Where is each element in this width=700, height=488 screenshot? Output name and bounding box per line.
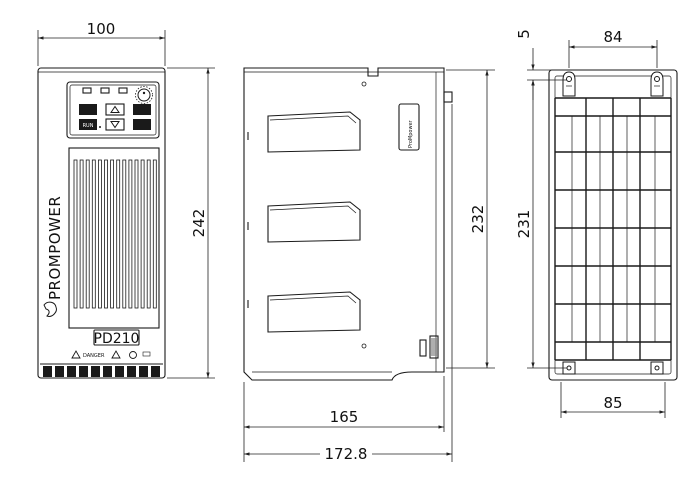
display-segment [118, 87, 128, 94]
run-key-label: RUN [83, 123, 94, 129]
mounting-hole-icon [650, 361, 664, 375]
dim-front-width: 100 [87, 20, 116, 38]
warning-icon [71, 350, 81, 359]
terminal-cover [91, 366, 100, 377]
display-segment [100, 87, 110, 94]
front-dimensions: 100 242 [37, 20, 215, 379]
vent-slot [134, 159, 139, 309]
brand-text: PROMPOWER [46, 196, 64, 300]
dim-front-height: 242 [190, 209, 208, 238]
keypad-panel [66, 81, 160, 139]
dim-back-height: 231 [515, 210, 533, 239]
vent-slot [73, 159, 78, 309]
knob-icon [135, 86, 153, 104]
warning-strip: DANGER [71, 350, 151, 359]
terminal-cover [43, 366, 52, 377]
up-arrow-icon [110, 105, 120, 113]
model-text: PD210 [94, 331, 140, 347]
dim-back-top-offset: 5 [515, 29, 533, 39]
back-view [548, 69, 678, 381]
vent-slot [116, 159, 121, 309]
vent-slot [152, 159, 157, 309]
dim-back-width-top: 84 [603, 28, 622, 46]
down-arrow-icon [110, 121, 120, 129]
back-body [548, 69, 678, 381]
up-key[interactable] [105, 103, 125, 116]
terminal-cover [67, 366, 76, 377]
display-segment [82, 87, 92, 94]
dim-side-depth-body: 165 [330, 408, 359, 426]
warning-icon [111, 350, 121, 359]
vent-slot [79, 159, 84, 309]
side-vent-cutout [267, 111, 361, 153]
side-connector [443, 91, 453, 103]
brand-logo: PROMPOWER [43, 196, 64, 317]
terminal-cover [139, 366, 148, 377]
danger-label: DANGER [83, 353, 105, 359]
model-badge [93, 329, 140, 346]
mounting-hole-icon [562, 71, 576, 97]
side-vent-cutout [267, 201, 361, 243]
side-view: ProMpower [243, 67, 453, 381]
vent-slot [110, 159, 114, 309]
dim-back-width-bottom: 85 [603, 394, 622, 412]
mounting-hole-icon [650, 71, 664, 97]
keypad-key[interactable] [133, 119, 151, 130]
timer-icon [129, 351, 137, 359]
keypad-key[interactable] [79, 104, 97, 115]
terminal-cover [103, 366, 112, 377]
down-key[interactable] [105, 118, 125, 131]
back-dimensions: 84 5 231 85 [515, 28, 666, 418]
terminal-cover [115, 366, 124, 377]
vent-slot [122, 159, 127, 309]
vent-slot [85, 159, 90, 309]
side-badge [398, 103, 420, 151]
vent-slots [73, 159, 157, 309]
run-key[interactable] [79, 119, 97, 130]
side-badge-text: ProMpower [408, 119, 414, 148]
side-terminal [419, 339, 427, 357]
side-body [243, 67, 445, 381]
back-rib-grid [554, 97, 672, 361]
front-view: RUN PROMPOWER PD210 DANGER [37, 67, 166, 379]
vent-slot [140, 159, 145, 309]
vent-slot [128, 159, 133, 309]
vent-slot [104, 159, 108, 309]
side-terminal [429, 335, 439, 359]
vent-slot [91, 159, 96, 309]
keypad-key[interactable] [133, 104, 151, 115]
terminal-cover [79, 366, 88, 377]
terminal-covers [43, 366, 160, 377]
front-vent-area [68, 147, 160, 329]
vent-slot [146, 159, 151, 309]
terminal-cover [127, 366, 136, 377]
dim-side-height: 232 [469, 205, 487, 234]
terminal-cover [151, 366, 160, 377]
front-body [37, 67, 166, 379]
vent-slot [98, 159, 102, 309]
horse-logo-icon [43, 301, 57, 317]
side-dimensions: 232 165 172.8 [243, 69, 495, 463]
dim-side-depth-total: 172.8 [325, 445, 368, 463]
terminal-cover [55, 366, 64, 377]
side-vent-cutout [267, 291, 361, 333]
